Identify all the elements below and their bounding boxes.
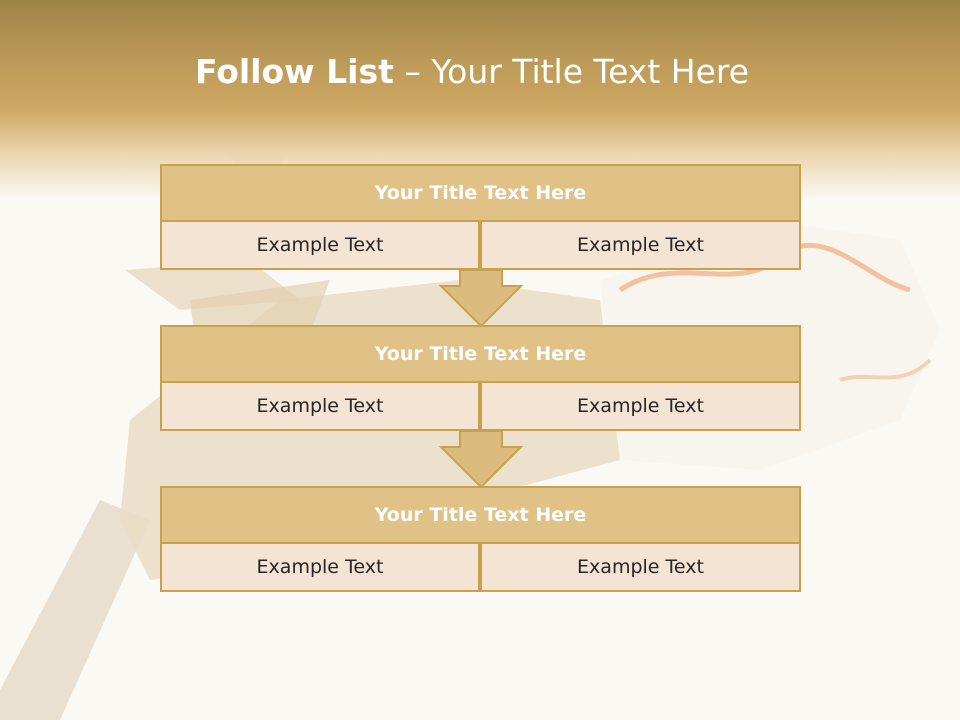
block-title: Your Title Text Here [160,164,801,222]
title-rest: – Your Title Text Here [393,52,750,91]
block-title: Your Title Text Here [160,325,801,383]
block-title: Your Title Text Here [160,486,801,544]
block-cell-right: Example Text [480,220,801,270]
block-cell-right: Example Text [480,542,801,592]
flow-block-1: Your Title Text Here Example Text Exampl… [160,164,801,270]
down-arrow-icon [439,431,523,489]
block-cell-right: Example Text [480,381,801,431]
flow-block-3: Your Title Text Here Example Text Exampl… [160,486,801,592]
flow-block-2: Your Title Text Here Example Text Exampl… [160,325,801,431]
block-cell-left: Example Text [160,381,480,431]
block-cell-left: Example Text [160,220,480,270]
down-arrow-icon [439,270,523,328]
title-strong: Follow List [194,52,394,91]
slide-title: Follow List – Your Title Text Here [0,52,944,91]
block-cell-left: Example Text [160,542,480,592]
